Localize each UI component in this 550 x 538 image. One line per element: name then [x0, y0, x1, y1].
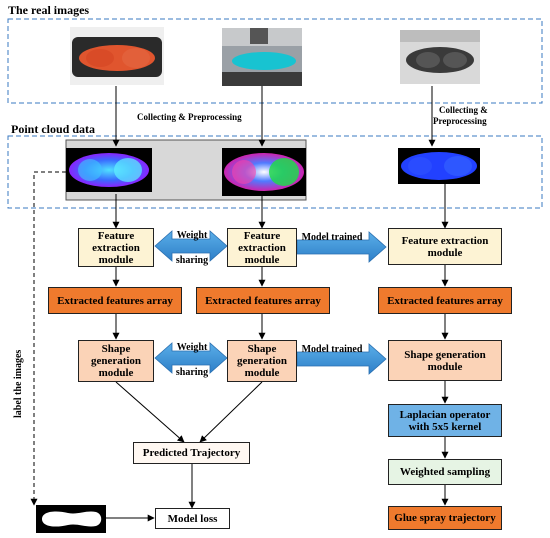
collecting-label-left: Collecting & Preprocessing — [137, 112, 242, 122]
laplacian-operator-box: Laplacian operator with 5x5 kernel — [388, 404, 502, 437]
label-images-vertical-wrapper: label the images — [13, 300, 27, 420]
extracted-features-array-2: Extracted features array — [196, 287, 330, 314]
point-cloud-image-3 — [398, 148, 480, 184]
shape-generation-module-3: Shape generation module — [388, 340, 502, 381]
collecting-label-right-line1: Collecting & — [439, 105, 488, 115]
sharing-label-1: sharing — [175, 255, 209, 266]
point-cloud-title: Point cloud data — [11, 122, 96, 136]
point-cloud-image-2 — [222, 148, 306, 196]
insole-photo-3 — [400, 30, 480, 84]
weight-label-2: Weight — [176, 342, 208, 353]
insole-photo-2 — [222, 28, 302, 86]
extracted-features-array-3: Extracted features array — [378, 287, 512, 314]
real-images-title: The real images — [8, 3, 90, 17]
label-images-text: label the images — [13, 349, 24, 418]
model-trained-arrow-2 — [296, 343, 387, 375]
model-trained-label-2: Model trained — [301, 344, 363, 355]
weighted-sampling-box: Weighted sampling — [388, 459, 502, 485]
insole-photo-1 — [70, 27, 164, 85]
label-mask-image — [36, 505, 106, 533]
model-trained-arrow-1 — [296, 231, 387, 263]
feature-extraction-module-3: Feature extraction module — [388, 228, 502, 265]
feature-extraction-module-2: Feature extraction module — [227, 228, 297, 267]
model-loss-box: Model loss — [155, 508, 230, 529]
sharing-label-2: sharing — [175, 367, 209, 378]
real-images-region — [7, 18, 543, 104]
extracted-features-array-1: Extracted features array — [48, 287, 182, 314]
weight-label-1: Weight — [176, 230, 208, 241]
model-trained-label-1: Model trained — [301, 232, 363, 243]
point-cloud-region — [7, 135, 543, 209]
shape-generation-module-1: Shape generation module — [78, 340, 154, 382]
point-cloud-image-1 — [66, 148, 152, 192]
predicted-trajectory-box: Predicted Trajectory — [133, 442, 250, 464]
collecting-label-right-line2: Preprocessing — [433, 116, 487, 126]
shape-generation-module-2: Shape generation module — [227, 340, 297, 382]
feature-extraction-module-1: Feature extraction module — [78, 228, 154, 267]
glue-spray-trajectory-box: Glue spray trajectory — [388, 506, 502, 530]
